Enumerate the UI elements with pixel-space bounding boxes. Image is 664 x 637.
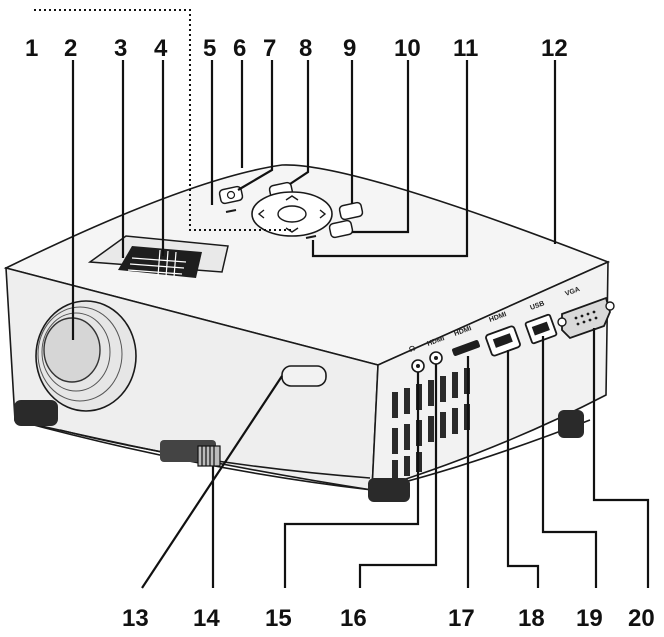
top-face bbox=[3, 164, 611, 366]
ports bbox=[411, 296, 615, 373]
ok-button bbox=[277, 205, 307, 223]
headphone-label: ☊ bbox=[408, 344, 417, 354]
leader-8 bbox=[289, 60, 310, 185]
callout-6: 6 bbox=[233, 35, 246, 62]
status-indicator bbox=[305, 235, 317, 239]
leader-16 bbox=[358, 364, 438, 588]
source-button bbox=[338, 201, 364, 221]
vga-label: VGA bbox=[564, 286, 581, 298]
leader-15 bbox=[283, 372, 420, 588]
leader-10 bbox=[352, 60, 410, 234]
lens bbox=[35, 300, 137, 412]
callout-2: 2 bbox=[64, 35, 77, 62]
callout-4: 4 bbox=[154, 35, 168, 62]
callout-17: 17 bbox=[448, 605, 475, 632]
adjustable-foot-knob bbox=[197, 445, 221, 467]
exit-button bbox=[328, 219, 354, 239]
keystone-wheel bbox=[118, 246, 202, 278]
leader-11 bbox=[311, 60, 469, 258]
focus-wheel-ridges bbox=[127, 249, 187, 278]
callout-3: 3 bbox=[114, 35, 127, 62]
callout-13: 13 bbox=[122, 605, 149, 632]
callout-5: 5 bbox=[203, 35, 216, 62]
sd-card-slot bbox=[452, 340, 480, 356]
callout-14: 14 bbox=[193, 605, 220, 632]
leader-18 bbox=[506, 350, 540, 588]
nav-up-icon bbox=[285, 195, 299, 201]
power-indicator bbox=[225, 209, 237, 213]
foot-front-right bbox=[368, 478, 410, 502]
callout-9: 9 bbox=[343, 35, 356, 62]
callout-10: 10 bbox=[394, 35, 421, 62]
feet bbox=[14, 400, 584, 502]
foot-back-right bbox=[558, 410, 584, 438]
callout-19: 19 bbox=[576, 605, 603, 632]
foot-left bbox=[14, 400, 58, 426]
usb-label: USB bbox=[529, 300, 545, 312]
callout-15: 15 bbox=[265, 605, 292, 632]
callout-12: 12 bbox=[541, 35, 568, 62]
leader-lines bbox=[34, 9, 650, 589]
focus-keystone-well bbox=[87, 235, 229, 278]
callout-16: 16 bbox=[340, 605, 367, 632]
callout-11: 11 bbox=[453, 35, 478, 62]
vga-port bbox=[561, 296, 611, 340]
control-panel bbox=[218, 181, 364, 239]
ir-receiver bbox=[281, 365, 327, 387]
nav-right-icon bbox=[319, 209, 327, 219]
nav-left-icon bbox=[257, 209, 265, 219]
callout-1: 1 bbox=[25, 35, 38, 62]
callout-18: 18 bbox=[518, 605, 545, 632]
callout-8: 8 bbox=[299, 35, 312, 62]
power-button bbox=[218, 185, 244, 205]
callout-7: 7 bbox=[263, 35, 276, 62]
leader-1 bbox=[34, 9, 292, 231]
leader-19 bbox=[541, 336, 598, 588]
nav-down-icon bbox=[285, 227, 299, 233]
power-icon bbox=[226, 190, 236, 200]
leader-20 bbox=[592, 328, 650, 588]
leader-7 bbox=[237, 60, 274, 191]
callout-20: 20 bbox=[628, 605, 655, 632]
callout-numbers: 1 2 3 4 5 6 7 8 9 10 11 12 13 14 15 16 1… bbox=[25, 35, 655, 632]
bottom-rim bbox=[14, 419, 591, 491]
